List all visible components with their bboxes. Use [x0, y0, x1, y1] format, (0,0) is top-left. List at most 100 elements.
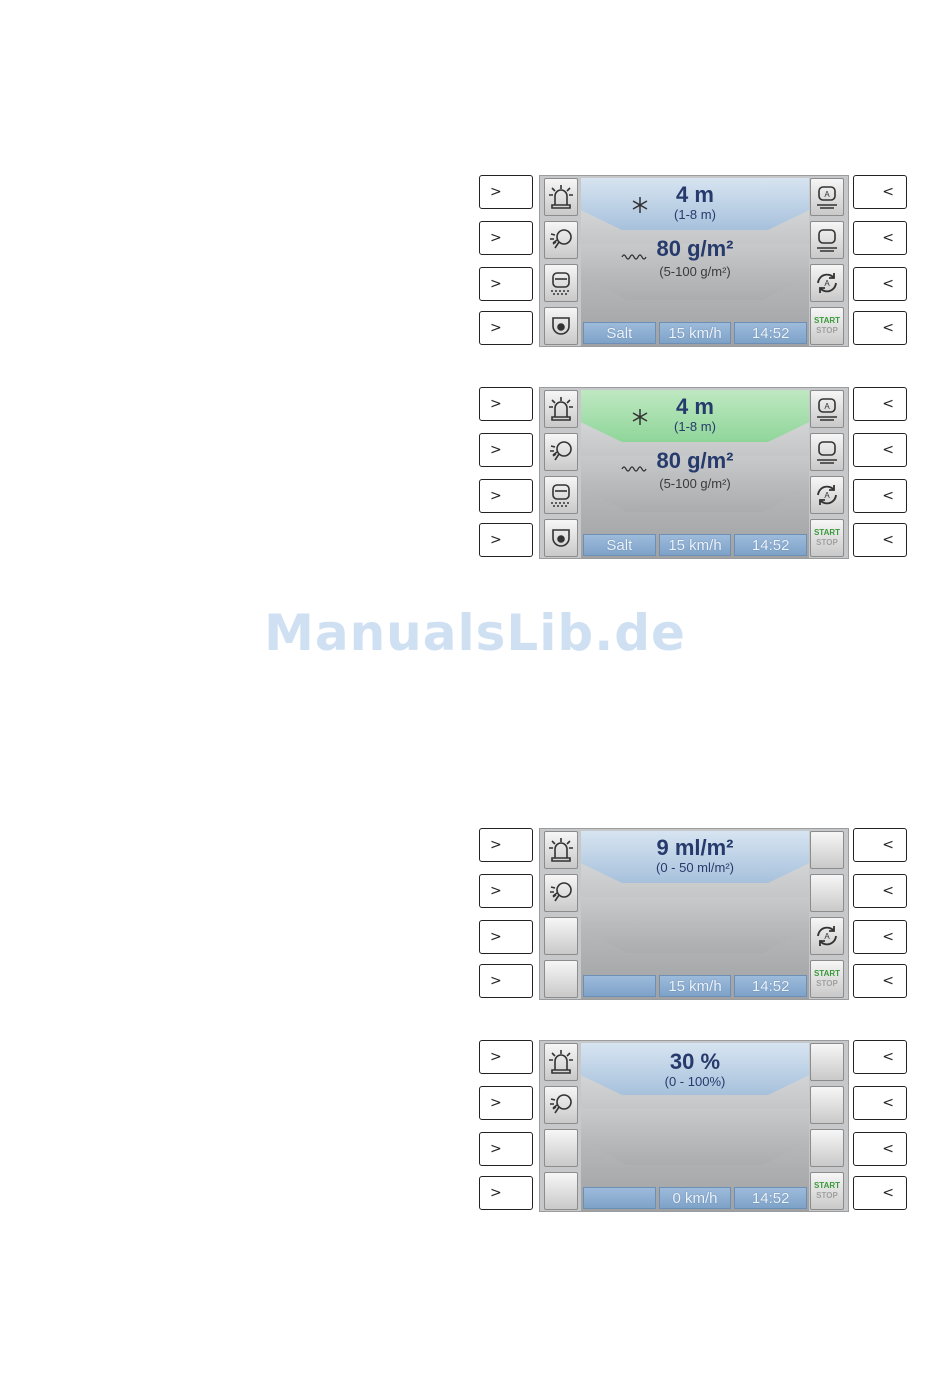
right-softkey-3[interactable]: < — [853, 920, 907, 954]
blank-button[interactable] — [810, 1043, 844, 1081]
left-softkey-3[interactable]: > — [479, 267, 533, 301]
right-softkey-1[interactable]: < — [853, 828, 907, 862]
watermark: ManualsLib.de — [264, 604, 686, 662]
auto-spreader-icon: A — [817, 398, 837, 421]
left-softkey-1[interactable]: > — [479, 1040, 533, 1074]
right-softkey-1[interactable]: < — [853, 1040, 907, 1074]
spread-width-area — [581, 178, 809, 230]
material-status — [583, 975, 656, 997]
blank-button[interactable] — [810, 831, 844, 869]
beacon-light-button[interactable] — [544, 390, 578, 428]
left-softkey-4[interactable]: > — [479, 964, 533, 998]
display: 4 m (1-8 m) 80 g/m² (5-100 g/m²) Salt 15… — [539, 387, 849, 559]
start-stop-button[interactable]: START STOP — [810, 519, 844, 557]
start-stop-button[interactable]: START STOP — [810, 307, 844, 345]
blank-button[interactable] — [544, 1172, 578, 1210]
blank-button[interactable] — [810, 1086, 844, 1124]
lower-shape — [581, 897, 809, 953]
left-softkey-2[interactable]: > — [479, 1086, 533, 1120]
start-stop-button[interactable]: START STOP — [810, 960, 844, 998]
control-screen-4: > > > > 30 % (0 - 100%) 0 km/h 14:52 — [479, 1040, 909, 1214]
control-screen-3: > > > > 9 ml/m² (0 - 50 ml/m²) 15 km/h 1… — [479, 828, 909, 1002]
left-softkey-1[interactable]: > — [479, 175, 533, 209]
right-softkey-1[interactable]: < — [853, 175, 907, 209]
right-softkey-2[interactable]: < — [853, 1086, 907, 1120]
material-status — [583, 1187, 656, 1209]
stop-label: STOP — [816, 979, 838, 988]
spinner-button[interactable] — [544, 519, 578, 557]
blank-button[interactable] — [810, 874, 844, 912]
left-softkey-2[interactable]: > — [479, 874, 533, 908]
left-softkey-2[interactable]: > — [479, 221, 533, 255]
dosage-range: (5-100 g/m²) — [659, 264, 731, 279]
work-light-button[interactable] — [544, 433, 578, 471]
blank-button[interactable] — [544, 1129, 578, 1167]
work-light-button[interactable] — [544, 1086, 578, 1124]
manual-spreader-button[interactable] — [810, 221, 844, 259]
spinner-disc-icon — [552, 317, 570, 335]
right-softkey-2[interactable]: < — [853, 433, 907, 467]
left-softkey-1[interactable]: > — [479, 387, 533, 421]
liquid-dosage-area — [581, 831, 809, 883]
right-softkey-3[interactable]: < — [853, 267, 907, 301]
left-softkey-2[interactable]: > — [479, 433, 533, 467]
lower-shape — [581, 1109, 809, 1165]
blank-button[interactable] — [544, 917, 578, 955]
beacon-light-icon — [549, 1050, 573, 1074]
speed-status: 15 km/h — [658, 322, 732, 344]
work-light-button[interactable] — [544, 874, 578, 912]
svg-text:A: A — [824, 932, 830, 941]
speed-status: 0 km/h — [658, 1187, 732, 1209]
left-softkey-4[interactable]: > — [479, 1176, 533, 1210]
blank-button[interactable] — [544, 960, 578, 998]
start-label: START — [813, 1181, 841, 1190]
left-softkey-4[interactable]: > — [479, 311, 533, 345]
spinner-button[interactable] — [544, 307, 578, 345]
beacon-light-button[interactable] — [544, 178, 578, 216]
right-softkey-2[interactable]: < — [853, 221, 907, 255]
beacon-light-button[interactable] — [544, 831, 578, 869]
start-label: START — [813, 316, 841, 325]
work-light-button[interactable] — [544, 221, 578, 259]
right-softkey-1[interactable]: < — [853, 387, 907, 421]
snowflake-icon — [632, 197, 648, 213]
left-softkey-3[interactable]: > — [479, 479, 533, 513]
right-softkey-4[interactable]: < — [853, 523, 907, 557]
spread-width-range: (1-8 m) — [674, 207, 716, 222]
dosage-wave-icon — [621, 254, 647, 260]
display: 9 ml/m² (0 - 50 ml/m²) 15 km/h 14:52 A S… — [539, 828, 849, 1000]
status-bar: 0 km/h 14:52 — [583, 1187, 808, 1209]
stop-label: STOP — [816, 326, 838, 335]
left-softkey-3[interactable]: > — [479, 920, 533, 954]
right-softkey-4[interactable]: < — [853, 311, 907, 345]
manual-spreader-button[interactable] — [810, 433, 844, 471]
right-softkey-3[interactable]: < — [853, 1132, 907, 1166]
blank-button[interactable] — [810, 1129, 844, 1167]
auto-mode-button[interactable]: A — [810, 476, 844, 514]
auto-mode-button[interactable]: A — [810, 264, 844, 302]
start-stop-button[interactable]: START STOP — [810, 1172, 844, 1210]
auto-width-button[interactable]: A — [810, 390, 844, 428]
left-softkey-4[interactable]: > — [479, 523, 533, 557]
right-softkey-2[interactable]: < — [853, 874, 907, 908]
lower-shape — [581, 244, 809, 300]
spreader-unit-button[interactable] — [544, 476, 578, 514]
left-softkey-3[interactable]: > — [479, 1132, 533, 1166]
right-softkey-3[interactable]: < — [853, 479, 907, 513]
beacon-light-icon — [549, 838, 573, 862]
auto-width-button[interactable]: A — [810, 178, 844, 216]
left-softkey-1[interactable]: > — [479, 828, 533, 862]
right-softkey-4[interactable]: < — [853, 964, 907, 998]
auto-mode-button[interactable]: A — [810, 917, 844, 955]
right-softkey-4[interactable]: < — [853, 1176, 907, 1210]
liquid-dosage-value: 9 ml/m² — [656, 835, 734, 860]
beacon-light-button[interactable] — [544, 1043, 578, 1081]
lower-shape — [581, 456, 809, 512]
spreader-unit-button[interactable] — [544, 264, 578, 302]
clock-status: 14:52 — [734, 534, 808, 556]
status-bar: Salt 15 km/h 14:52 — [583, 534, 808, 556]
work-light-icon — [550, 1094, 572, 1114]
clock-status: 14:52 — [734, 975, 808, 997]
control-screen-2: > > > > 4 m (1-8 m) 80 g/m² — [479, 387, 909, 561]
spread-width-range: (1-8 m) — [674, 419, 716, 434]
